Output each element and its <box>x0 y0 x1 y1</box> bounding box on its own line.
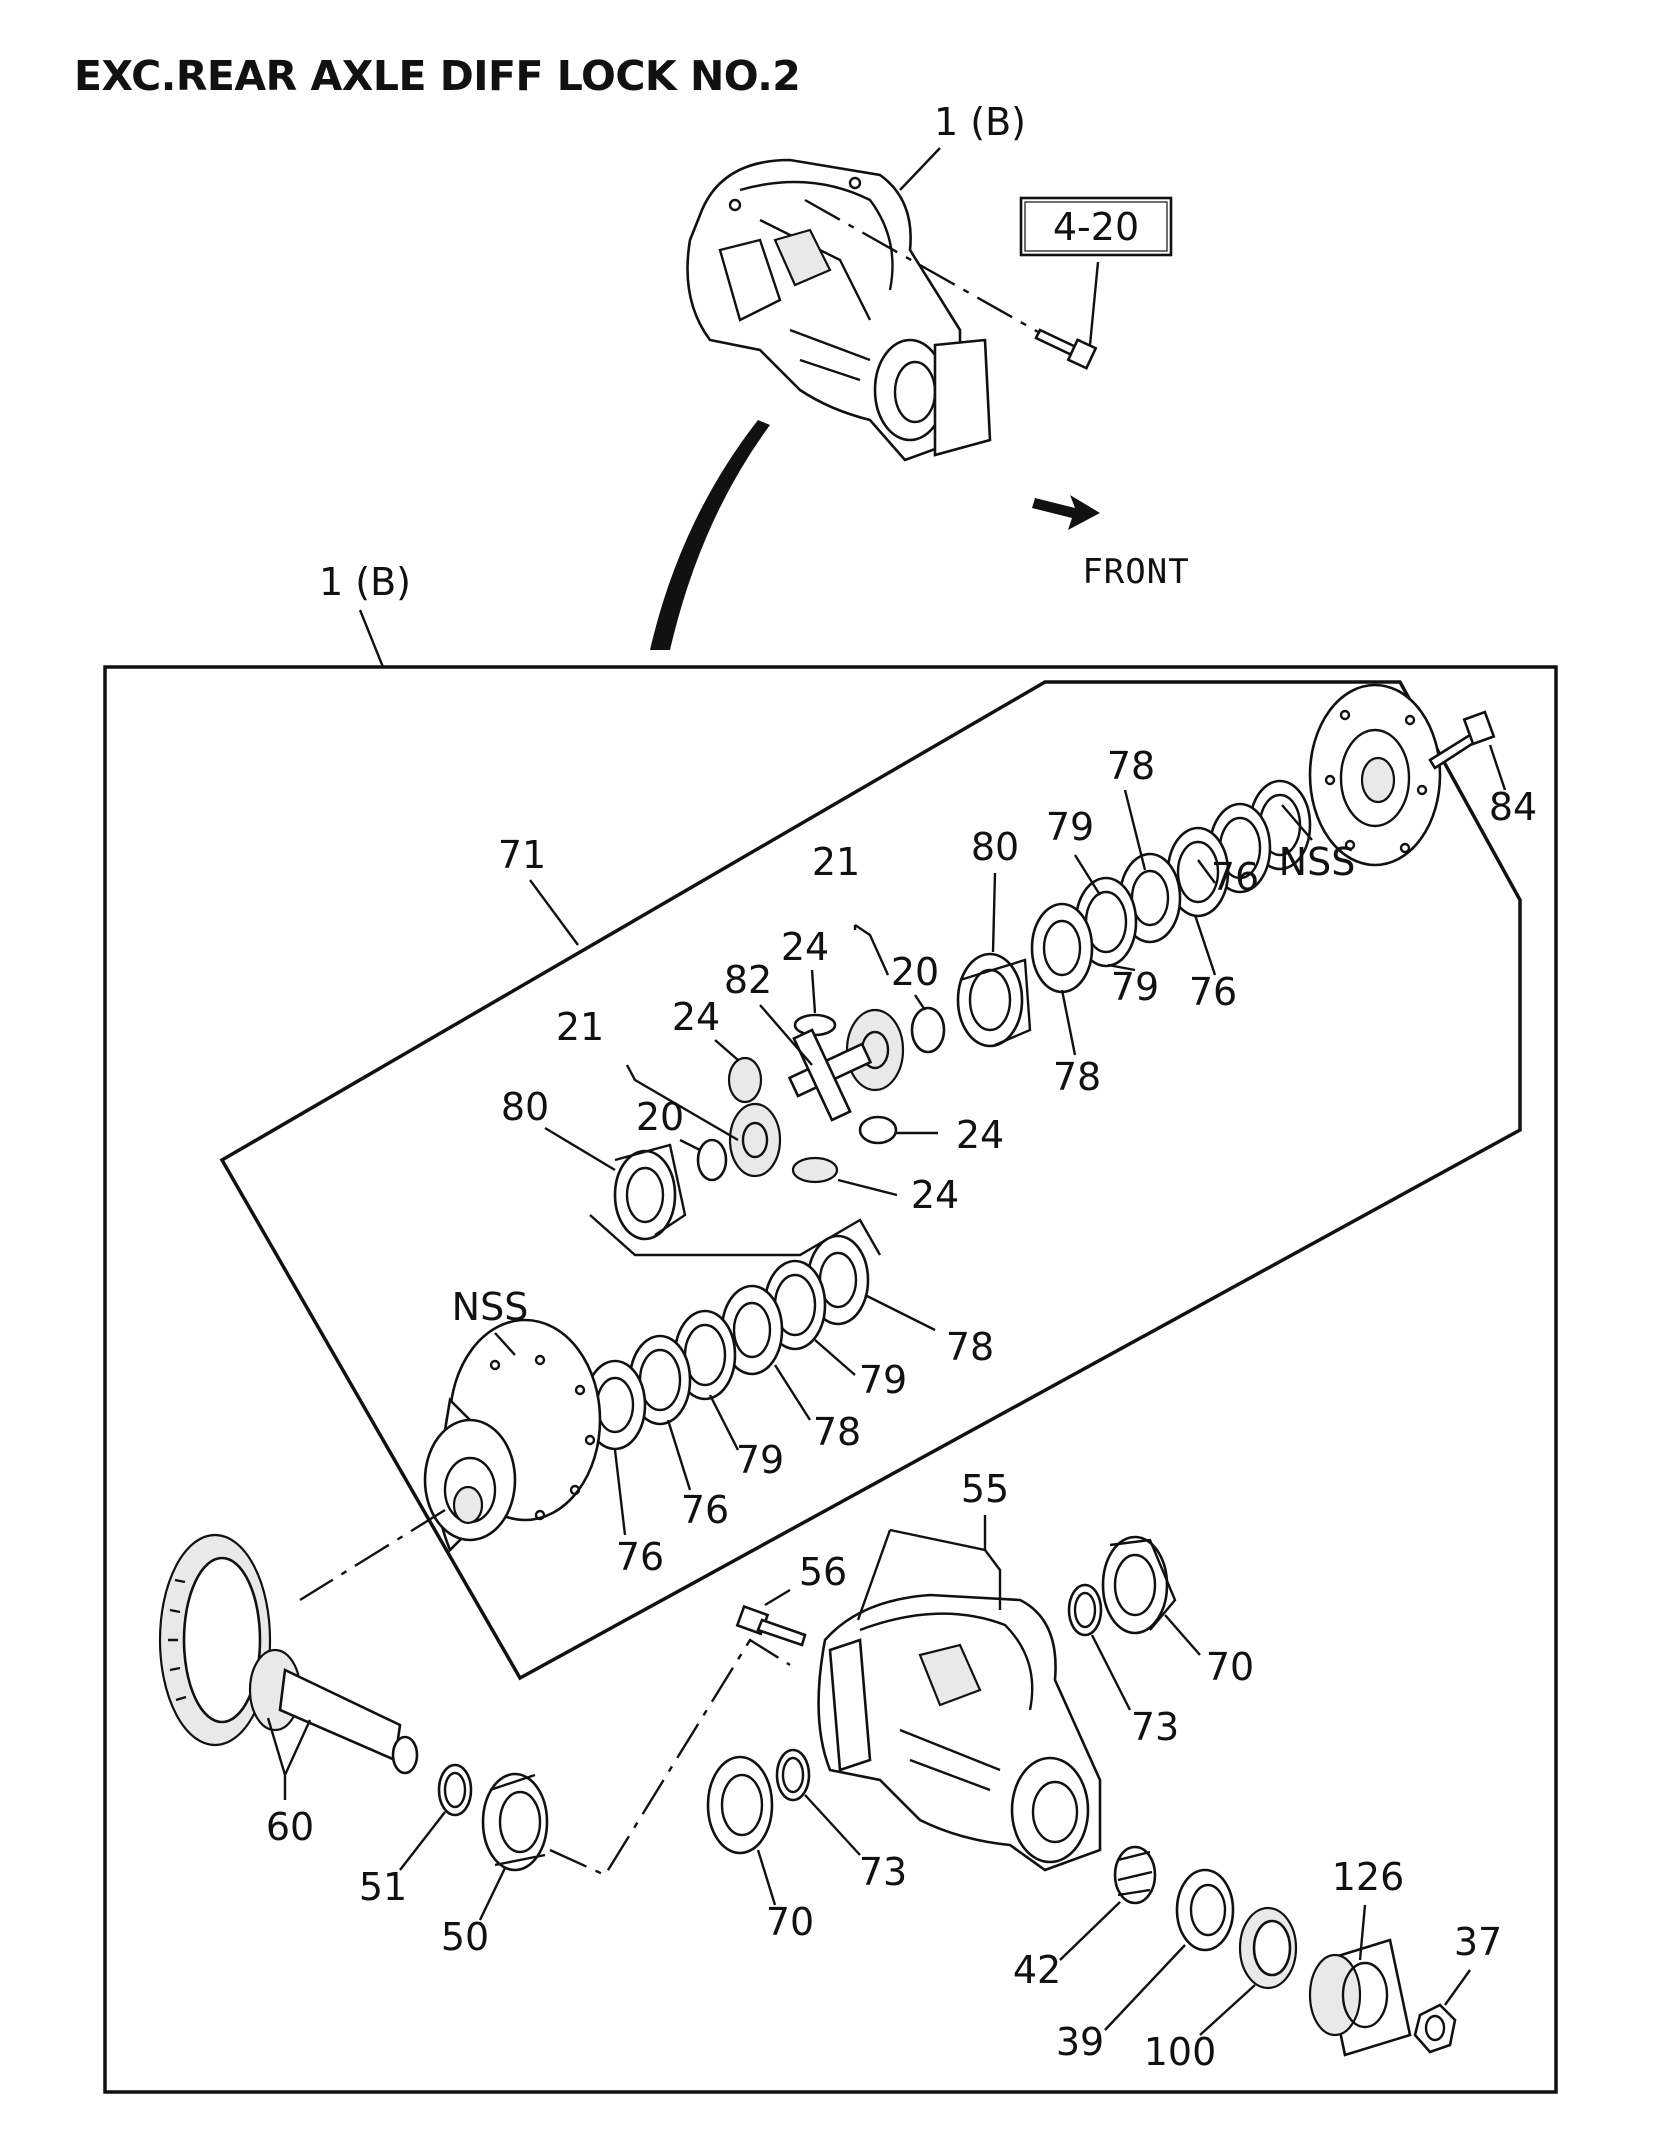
ref-box: 4-20 <box>1019 196 1173 257</box>
callout-79-b: 79 <box>1111 965 1159 1009</box>
callout-assembly-top: 1 (B) <box>934 100 1026 144</box>
callout-70-a: 70 <box>1206 1645 1254 1689</box>
differential-cover-flange <box>1308 683 1442 867</box>
callout-79-d: 79 <box>736 1438 784 1482</box>
callout-24-d: 24 <box>911 1173 959 1217</box>
spacer-42 <box>1113 1845 1157 1905</box>
callout-71: 71 <box>498 833 546 877</box>
pinion-gears-and-shaft <box>727 1013 898 1184</box>
callout-78-d: 78 <box>813 1410 861 1454</box>
callout-76-b: 76 <box>1189 970 1237 1014</box>
callout-79-a: 79 <box>1046 805 1094 849</box>
assembly-frame <box>103 665 1558 2094</box>
shim-51 <box>437 1763 473 1817</box>
callout-78-b: 78 <box>1053 1055 1101 1099</box>
callout-78-c: 78 <box>946 1325 994 1369</box>
nss-label-a: NSS <box>1279 840 1356 884</box>
ring-gear-and-pinion <box>158 1533 419 1775</box>
upper-clutch-plates <box>1030 779 1312 994</box>
bearing-50 <box>481 1772 549 1872</box>
bearing-39 <box>1175 1868 1235 1952</box>
callout-60: 60 <box>266 1805 314 1849</box>
front-label: FRONT <box>1082 552 1189 592</box>
connector-arrow <box>650 420 770 650</box>
companion-flange-126 <box>1308 1938 1412 2057</box>
callout-24-b: 24 <box>672 995 720 1039</box>
callout-80-b: 80 <box>501 1085 549 1129</box>
callout-assembly-box: 1 (B) <box>319 560 411 604</box>
callout-56: 56 <box>799 1550 847 1594</box>
callout-20-a: 20 <box>891 950 939 994</box>
callout-78-a: 78 <box>1107 744 1155 788</box>
differential-case <box>423 1318 602 1553</box>
callout-24-a: 24 <box>781 925 829 969</box>
callout-84: 84 <box>1489 785 1537 829</box>
page-title: EXC.REAR AXLE DIFF LOCK NO.2 <box>74 52 801 100</box>
callout-73-b: 73 <box>859 1850 907 1894</box>
bearing-70-right <box>1101 1535 1177 1635</box>
lower-clutch-plates <box>583 1234 870 1451</box>
ref-box-label: 4-20 <box>1053 205 1139 249</box>
callout-20-b: 20 <box>636 1095 684 1139</box>
shim-73-right <box>1067 1583 1103 1637</box>
callout-126: 126 <box>1332 1855 1405 1899</box>
nss-label-b: NSS <box>452 1285 529 1329</box>
callout-82: 82 <box>724 958 772 1002</box>
callout-80-a: 80 <box>971 825 1019 869</box>
carrier-housing <box>817 1593 1102 1872</box>
top-carrier-assembly <box>686 158 992 462</box>
oil-seal-100 <box>1238 1906 1298 1990</box>
callout-76-c: 76 <box>681 1488 729 1532</box>
callout-70-b: 70 <box>766 1900 814 1944</box>
callout-37: 37 <box>1454 1920 1502 1964</box>
bolt-56 <box>735 1604 807 1647</box>
bearing-70-left <box>706 1755 774 1855</box>
callout-39: 39 <box>1056 2020 1104 2064</box>
callout-21-a: 21 <box>812 840 860 884</box>
diff-case-kit-outline <box>219 680 1522 1681</box>
clutch-sleeve-upper <box>956 952 1032 1048</box>
callout-21-b: 21 <box>556 1005 604 1049</box>
clutch-sleeve-lower <box>613 1143 687 1241</box>
shim-73-left <box>775 1748 811 1802</box>
nut-37 <box>1413 2003 1457 2054</box>
front-arrow-icon <box>1032 495 1100 530</box>
side-gear-lower <box>696 1102 782 1182</box>
bolt-84 <box>1428 710 1496 770</box>
callout-76-d: 76 <box>616 1535 664 1579</box>
callout-73-a: 73 <box>1131 1705 1179 1749</box>
callout-79-c: 79 <box>859 1358 907 1402</box>
side-gear-upper <box>845 1006 946 1092</box>
callout-55: 55 <box>961 1467 1009 1511</box>
callout-24-c: 24 <box>956 1113 1004 1157</box>
callout-100: 100 <box>1144 2030 1217 2074</box>
callout-50: 50 <box>441 1915 489 1959</box>
callout-76-a: 76 <box>1211 855 1259 899</box>
callout-42: 42 <box>1013 1948 1061 1992</box>
callout-51: 51 <box>359 1865 407 1909</box>
carrier-bolt-top <box>1034 328 1098 370</box>
